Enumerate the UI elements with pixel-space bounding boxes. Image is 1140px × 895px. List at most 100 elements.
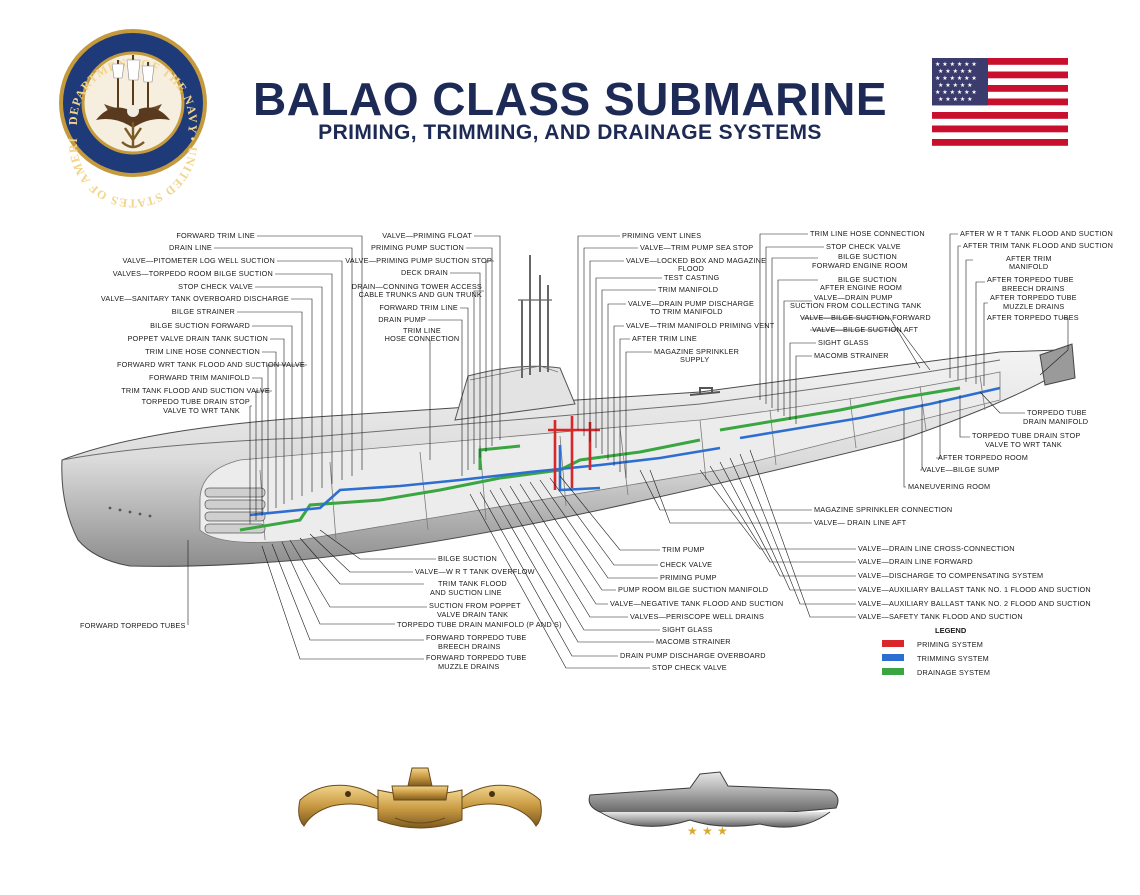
label-bilge-suction-bottom: BILGE SUCTION <box>438 554 497 563</box>
label-bilge-suction-aft-engine: BILGE SUCTION <box>838 275 897 284</box>
label-drain-line: DRAIN LINE <box>169 243 212 252</box>
label-bilge-suction-fwd-engine-2: FORWARD ENGINE ROOM <box>812 261 908 270</box>
label-locked-box-magazine-2: FLOOD <box>678 264 704 273</box>
label-aux-ballast-1: VALVE—AUXILIARY BALLAST TANK NO. 1 FLOOD… <box>858 585 1091 594</box>
label-aux-ballast-2: VALVE—AUXILIARY BALLAST TANK NO. 2 FLOOD… <box>858 599 1091 608</box>
drainage-piping <box>239 386 961 532</box>
label-fwd-torpedo-muzzle-2: MUZZLE DRAINS <box>438 662 499 671</box>
svg-text:★ ★ ★ ★ ★ ★: ★ ★ ★ ★ ★ ★ <box>935 89 977 96</box>
legend-swatch-trimming <box>882 654 904 661</box>
legend-label-priming: PRIMING SYSTEM <box>917 640 983 649</box>
svg-text:★ ★ ★ ★ ★ ★: ★ ★ ★ ★ ★ ★ <box>935 61 977 68</box>
submarine-cutaway <box>61 255 1076 567</box>
label-after-torpedo-breech-2: BREECH DRAINS <box>1002 284 1065 293</box>
label-trim-pump-sea-stop: VALVE—TRIM PUMP SEA STOP <box>640 243 753 252</box>
dolphins-insignia-icon <box>298 767 542 829</box>
leader-lines <box>187 233 1069 669</box>
label-magazine-sprinkler-supply-2: SUPPLY <box>680 355 709 364</box>
legend-label-drainage: DRAINAGE SYSTEM <box>917 668 990 677</box>
label-torpedo-tube-drain-stop-left: TORPEDO TUBE DRAIN STOP <box>142 397 250 406</box>
label-drain-pump-discharge: VALVE—DRAIN PUMP DISCHARGE <box>628 299 754 308</box>
label-torpedo-room-bilge: VALVES—TORPEDO ROOM BILGE SUCTION <box>113 269 273 278</box>
label-after-torpedo-muzzle: AFTER TORPEDO TUBE <box>990 293 1077 302</box>
label-drain-pump-overboard: DRAIN PUMP DISCHARGE OVERBOARD <box>620 651 766 660</box>
label-after-wrt-tank: AFTER W R T TANK FLOOD AND SUCTION <box>960 229 1113 238</box>
label-torpedo-tube-drain-manifold-ps: TORPEDO TUBE DRAIN MANIFOLD (P AND S) <box>397 620 562 629</box>
label-bilge-suction-aft-engine-2: AFTER ENGINE ROOM <box>820 283 902 292</box>
svg-text:★ ★ ★ ★ ★: ★ ★ ★ ★ ★ <box>938 82 973 89</box>
label-trim-manifold-priming-vent: VALVE—TRIM MANIFOLD PRIMING VENT <box>626 321 775 330</box>
label-trim-line-hose-center: TRIM LINE <box>403 326 441 335</box>
label-bilge-suction-forward-valve: VALVE—BILGE SUCTION FORWARD <box>800 313 931 322</box>
label-trim-manifold: TRIM MANIFOLD <box>658 285 718 294</box>
label-after-torpedo-room: AFTER TORPEDO ROOM <box>938 453 1028 462</box>
label-torpedo-tube-drain-manifold: TORPEDO TUBE <box>1027 408 1087 417</box>
label-fwd-torpedo-breech-2: BREECH DRAINS <box>438 642 501 651</box>
label-bilge-sump: VALVE—BILGE SUMP <box>922 465 1000 474</box>
label-suction-poppet: SUCTION FROM POPPET <box>429 601 521 610</box>
label-magazine-sprinkler-supply: MAGAZINE SPRINKLER <box>654 347 739 356</box>
label-after-trim-manifold: AFTER TRIM <box>1006 254 1052 263</box>
label-negative-tank: VALVE—NEGATIVE TANK FLOOD AND SUCTION <box>610 599 783 608</box>
label-locked-box-magazine: VALVE—LOCKED BOX AND MAGAZINE <box>626 256 766 265</box>
label-trim-line-hose-left: TRIM LINE HOSE CONNECTION <box>145 347 260 356</box>
label-sight-glass-bottom: SIGHT GLASS <box>662 625 713 634</box>
label-after-trim-manifold-2: MANIFOLD <box>1009 262 1048 271</box>
label-after-torpedo-breech: AFTER TORPEDO TUBE <box>987 275 1074 284</box>
svg-text:★ ★ ★ ★ ★ ★: ★ ★ ★ ★ ★ ★ <box>935 75 977 82</box>
label-trim-tank-flood-line-2: AND SUCTION LINE <box>430 588 502 597</box>
label-test-casting: TEST CASTING <box>664 273 720 282</box>
label-priming-vent-lines: PRIMING VENT LINES <box>622 231 701 240</box>
legend-title: LEGEND <box>935 626 967 635</box>
page-subtitle: PRIMING, TRIMMING, AND DRAINAGE SYSTEMS <box>318 121 822 144</box>
label-trim-line-hose-right: TRIM LINE HOSE CONNECTION <box>810 229 925 238</box>
label-macomb-strainer-bottom: MACOMB STRAINER <box>656 637 731 646</box>
svg-text:★: ★ <box>687 824 698 838</box>
label-trim-pump: TRIM PUMP <box>662 545 705 554</box>
label-priming-pump-suction: PRIMING PUMP SUCTION <box>371 243 464 252</box>
label-sight-glass-right: SIGHT GLASS <box>818 338 869 347</box>
legend: LEGEND PRIMING SYSTEM TRIMMING SYSTEM DR… <box>882 626 990 677</box>
label-after-trim-line: AFTER TRIM LINE <box>632 334 697 343</box>
label-check-valve: CHECK VALVE <box>660 560 712 569</box>
legend-label-trimming: TRIMMING SYSTEM <box>917 654 989 663</box>
submarine-combat-pin-icon: ★★★ <box>588 771 839 838</box>
label-bilge-strainer: BILGE STRAINER <box>172 307 235 316</box>
trimming-piping <box>249 386 1001 517</box>
label-after-torpedo-muzzle-2: MUZZLE DRAINS <box>1003 302 1064 311</box>
label-fwd-torpedo-muzzle: FORWARD TORPEDO TUBE <box>426 653 527 662</box>
label-stop-check-valve-bottom: STOP CHECK VALVE <box>652 663 727 672</box>
legend-swatch-drainage <box>882 668 904 675</box>
label-fwd-torpedo-breech: FORWARD TORPEDO TUBE <box>426 633 527 642</box>
label-priming-pump-suction-stop: VALVE—PRIMING PUMP SUCTION STOP <box>345 256 492 265</box>
label-drain-pump-collecting-2: SUCTION FROM COLLECTING TANK <box>790 301 921 310</box>
label-discharge-compensating: VALVE—DISCHARGE TO COMPENSATING SYSTEM <box>858 571 1043 580</box>
label-priming-pump: PRIMING PUMP <box>660 573 717 582</box>
label-torpedo-tube-drain-manifold-2: DRAIN MANIFOLD <box>1023 417 1088 426</box>
label-pump-room-bilge: PUMP ROOM BILGE SUCTION MANIFOLD <box>618 585 768 594</box>
label-forward-trim-line: FORWARD TRIM LINE <box>176 231 255 240</box>
svg-text:★: ★ <box>717 824 728 838</box>
label-torpedo-tube-drain-stop-right: TORPEDO TUBE DRAIN STOP <box>972 431 1080 440</box>
legend-swatch-priming <box>882 640 904 647</box>
label-drain-pump-discharge-2: TO TRIM MANIFOLD <box>650 307 723 316</box>
label-forward-trim-manifold: FORWARD TRIM MANIFOLD <box>149 373 250 382</box>
label-periscope-well-drains: VALVES—PERISCOPE WELL DRAINS <box>630 612 764 621</box>
label-torpedo-tube-drain-stop-right-2: VALVE TO WRT TANK <box>985 440 1062 449</box>
label-suction-poppet-2: VALVE DRAIN TANK <box>437 610 508 619</box>
label-poppet-valve-drain-tank: POPPET VALVE DRAIN TANK SUCTION <box>127 334 268 343</box>
label-torpedo-tube-drain-stop-left-2: VALVE TO WRT TANK <box>163 406 240 415</box>
label-trim-tank-flood: TRIM TANK FLOOD AND SUCTION VALVE <box>121 386 270 395</box>
label-bilge-suction-forward: BILGE SUCTION FORWARD <box>150 321 250 330</box>
label-deck-drain: DECK DRAIN <box>401 268 448 277</box>
label-maneuvering-room: MANEUVERING ROOM <box>908 482 990 491</box>
label-forward-wrt-tank: FORWARD WRT TANK FLOOD AND SUCTION VALVE <box>117 360 305 369</box>
label-bilge-suction-fwd-engine: BILGE SUCTION <box>838 252 897 261</box>
svg-text:★ ★ ★ ★ ★: ★ ★ ★ ★ ★ <box>938 68 973 75</box>
label-bilge-suction-aft-valve: VALVE—BILGE SUCTION AFT <box>812 325 918 334</box>
label-drain-line-aft: VALVE— DRAIN LINE AFT <box>814 518 907 527</box>
navy-seal-icon: DEPARTMENT OF THE NAVY • UNITED STATES O… <box>0 0 207 211</box>
label-stop-check-valve-left: STOP CHECK VALVE <box>178 282 253 291</box>
label-priming-float: VALVE—PRIMING FLOAT <box>382 231 472 240</box>
